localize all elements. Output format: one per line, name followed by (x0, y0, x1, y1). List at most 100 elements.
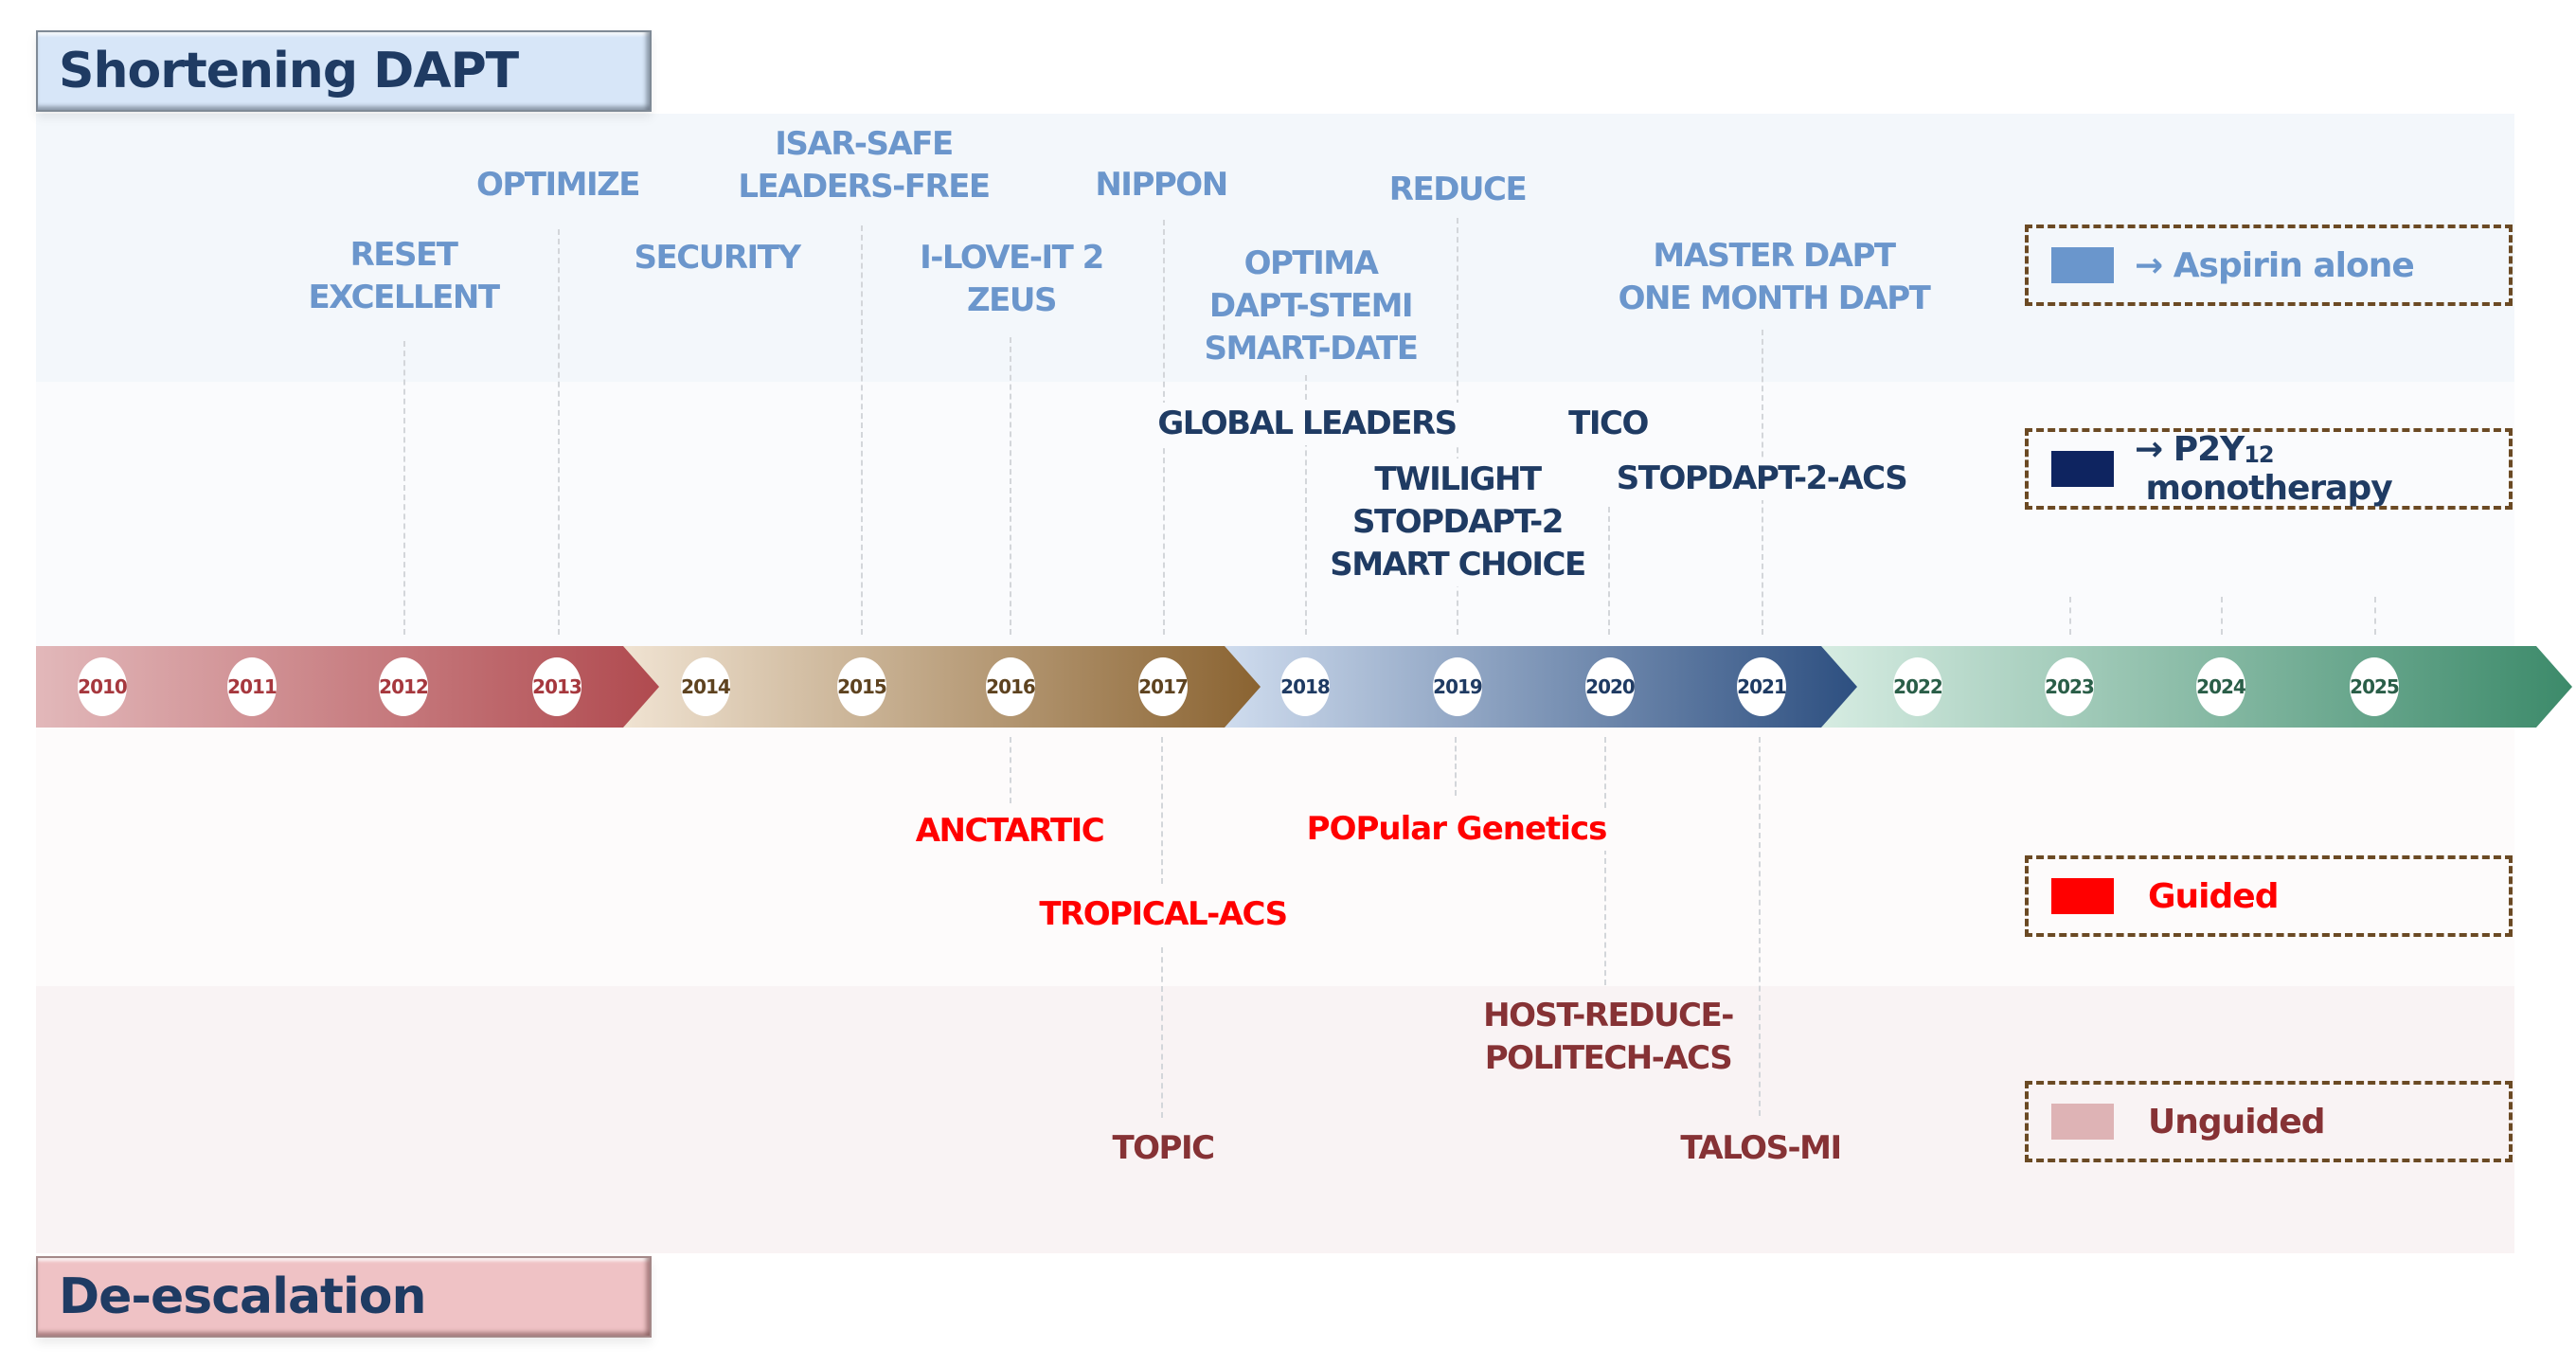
year-marker-2021: 2021 (1737, 657, 1787, 716)
trial-talos-mi: TALOS-MI (1680, 1127, 1842, 1170)
trial-label: POLITECH-ACS (1484, 1039, 1733, 1077)
year-marker-2024: 2024 (2196, 657, 2246, 716)
year-marker-2022: 2022 (1893, 657, 1943, 716)
trial-label: ZEUS (967, 281, 1057, 319)
year-marker-2010: 2010 (78, 657, 128, 716)
unguided-swatch (2051, 1104, 2114, 1140)
trial-label: REDUCE (1388, 171, 1528, 208)
connector-2025 (2374, 597, 2376, 635)
year-label: 2019 (1433, 675, 1483, 698)
year-label: 2011 (227, 675, 277, 698)
legend-aspirin-alone: → Aspirin alone (2025, 225, 2513, 306)
timeline-segment-2014-2017 (623, 646, 1261, 728)
year-label: 2020 (1585, 675, 1636, 698)
year-label: 2014 (681, 675, 731, 698)
connector-2017-unguided (1161, 947, 1163, 1118)
trial-label: OPTIMIZE (475, 166, 641, 204)
trial-security: SECURITY (634, 237, 801, 279)
trial-label: SECURITY (634, 239, 801, 277)
year-label: 2018 (1280, 675, 1331, 698)
legend-unguided: Unguided (2025, 1081, 2513, 1162)
connector-2015 (861, 225, 863, 635)
trial-label: ONE MONTH DAPT (1618, 279, 1931, 317)
trial-label: SMART-DATE (1204, 330, 1419, 368)
year-label: 2024 (2196, 675, 2246, 698)
trial-label: STOPDAPT-2 (1352, 503, 1564, 541)
connector-2020 (1608, 507, 1610, 635)
trial-twilight-stopdapt-2-smart-choice: TWILIGHT STOPDAPT-2 SMART CHOICE (1322, 458, 1593, 586)
year-marker-2015: 2015 (837, 657, 887, 716)
de-escalation-title: De-escalation (59, 1268, 426, 1325)
trial-label: SMART CHOICE (1330, 546, 1586, 584)
connector-2023 (2069, 597, 2071, 635)
year-label: 2010 (78, 675, 128, 698)
trial-anctartic: ANCTARTIC (907, 810, 1112, 853)
trial-label: TOPIC (1112, 1129, 1215, 1167)
trial-label: TWILIGHT (1374, 460, 1542, 498)
p2y12-swatch (2051, 451, 2114, 487)
connector-2016-below (1010, 737, 1011, 803)
trial-label: ISAR-SAFE (775, 125, 954, 163)
connector-2024 (2221, 597, 2223, 635)
trial-nippon: NIPPON (1095, 164, 1228, 207)
shortening-dapt-header: Shortening DAPT (36, 30, 652, 112)
year-label: 2021 (1737, 675, 1787, 698)
connector-2021-below (1759, 737, 1761, 1116)
connector-2016 (1010, 337, 1011, 635)
trial-topic: TOPIC (1112, 1127, 1215, 1170)
year-marker-2019: 2019 (1433, 657, 1483, 716)
trial-label: HOST-REDUCE- (1483, 997, 1734, 1034)
de-escalation-header: De-escalation (36, 1256, 652, 1338)
trial-label: I-LOVE-IT 2 (920, 239, 1104, 277)
trial-global-leaders: GLOBAL LEADERS (1150, 403, 1464, 445)
trial-tropical-acs: TROPICAL-ACS (1031, 893, 1295, 936)
legend-p2y12-label: → P2Y12 monotherapy (2135, 430, 2509, 508)
year-label: 2023 (2045, 675, 2095, 698)
p2y12-label-subscript: 12 (2244, 441, 2274, 468)
year-label: 2017 (1138, 675, 1189, 698)
trial-host-reduce-politech-acs: HOST-REDUCE- POLITECH-ACS (1483, 995, 1734, 1080)
year-marker-2025: 2025 (2350, 657, 2400, 716)
trial-reduce: REDUCE (1388, 169, 1528, 211)
connector-2017-below (1161, 737, 1163, 884)
trial-stopdapt-2-acs: STOPDAPT-2-ACS (1608, 458, 1915, 500)
connector-2019-below (1455, 737, 1457, 796)
trial-label: TROPICAL-ACS (1039, 895, 1288, 933)
trial-tico: TICO (1561, 403, 1655, 445)
trial-label: GLOBAL LEADERS (1157, 404, 1458, 442)
trial-label: LEADERS-FREE (738, 168, 991, 206)
year-marker-2014: 2014 (681, 657, 731, 716)
year-marker-2012: 2012 (379, 657, 429, 716)
trial-reset-excellent: RESET EXCELLENT (308, 234, 500, 319)
trial-label: TALOS-MI (1680, 1129, 1842, 1167)
legend-guided: Guided (2025, 855, 2513, 937)
trial-popular-genetics: POPular Genetics (1298, 808, 1615, 851)
connector-2020-below (1604, 737, 1606, 985)
connector-2013 (558, 229, 560, 635)
trial-optimize: OPTIMIZE (475, 164, 641, 207)
shortening-dapt-title: Shortening DAPT (59, 43, 519, 99)
legend-unguided-label: Unguided (2148, 1102, 2326, 1141)
trial-isar-safe-leaders-free: ISAR-SAFE LEADERS-FREE (738, 123, 991, 208)
timeline-segment-2018-2021 (1225, 646, 1857, 728)
timeline-segment-2010-2013 (36, 646, 659, 728)
trial-label: OPTIMA (1243, 244, 1379, 282)
year-marker-2013: 2013 (532, 657, 582, 716)
trial-label: RESET (349, 236, 458, 274)
trial-label: STOPDAPT-2-ACS (1616, 459, 1908, 497)
trial-label: MASTER DAPT (1653, 237, 1896, 275)
year-marker-2018: 2018 (1280, 657, 1331, 716)
year-label: 2012 (379, 675, 429, 698)
year-marker-2017: 2017 (1138, 657, 1189, 716)
trial-label: NIPPON (1095, 166, 1228, 204)
year-label: 2016 (986, 675, 1036, 698)
legend-p2y12-monotherapy: → P2Y12 monotherapy (2025, 428, 2513, 510)
year-label: 2013 (532, 675, 582, 698)
connector-2012 (403, 341, 405, 635)
year-label: 2022 (1893, 675, 1943, 698)
timeline-arrow: 2010 2011 2012 2013 2014 2015 2016 2017 2018 2019… (36, 646, 2574, 728)
year-label: 2015 (837, 675, 887, 698)
connector-2018 (1305, 375, 1307, 635)
year-marker-2020: 2020 (1585, 657, 1636, 716)
trial-label: POPular Genetics (1306, 810, 1608, 848)
